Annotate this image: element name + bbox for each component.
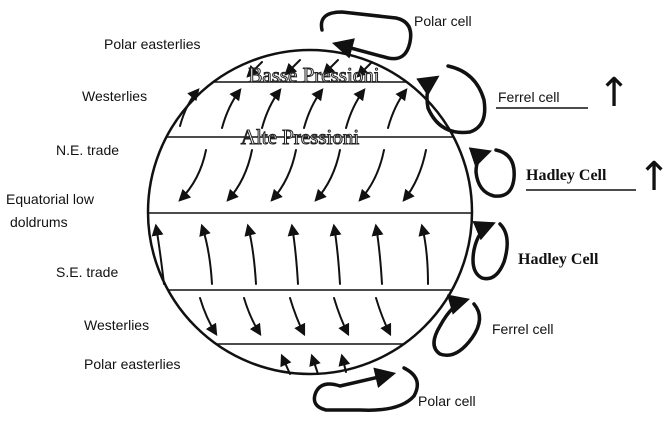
up-arrow-icon: ↑ (637, 154, 671, 200)
label-polar-cell-top: Polar cell (414, 13, 472, 29)
high-pressure-label: Alte Pressioni (241, 125, 360, 149)
label-ne-trade: N.E. trade (56, 142, 119, 158)
label-equatorial-low: Equatorial low (6, 191, 95, 207)
label-polar-easterlies-north: Polar easterlies (104, 36, 201, 52)
hadley-cell-top-loop (476, 150, 514, 196)
label-ferrel-cell-top: Ferrel cell (498, 89, 559, 105)
globe-outline (148, 50, 472, 374)
globe: Basse Pressioni Alte Pressioni (140, 50, 480, 374)
upward-indicators: ↑ ↑ (597, 70, 671, 200)
label-hadley-cell-top: Hadley Cell (526, 167, 607, 184)
label-polar-cell-bottom: Polar cell (418, 393, 476, 409)
hadley-cell-bottom-loop (473, 224, 507, 279)
low-pressure-label: Basse Pressioni (248, 63, 379, 87)
label-ferrel-cell-bottom: Ferrel cell (492, 321, 553, 337)
label-doldrums: doldrums (10, 214, 68, 230)
label-westerlies-north: Westerlies (82, 88, 147, 104)
label-polar-easterlies-south: Polar easterlies (84, 356, 181, 372)
ferrel-cell-top-loop (427, 66, 485, 133)
label-se-trade: S.E. trade (56, 264, 118, 280)
label-hadley-cell-bottom: Hadley Cell (518, 251, 599, 268)
up-arrow-icon: ↑ (597, 70, 631, 116)
label-westerlies-south: Westerlies (84, 317, 149, 333)
polar-cell-bottom-loop (314, 368, 417, 410)
